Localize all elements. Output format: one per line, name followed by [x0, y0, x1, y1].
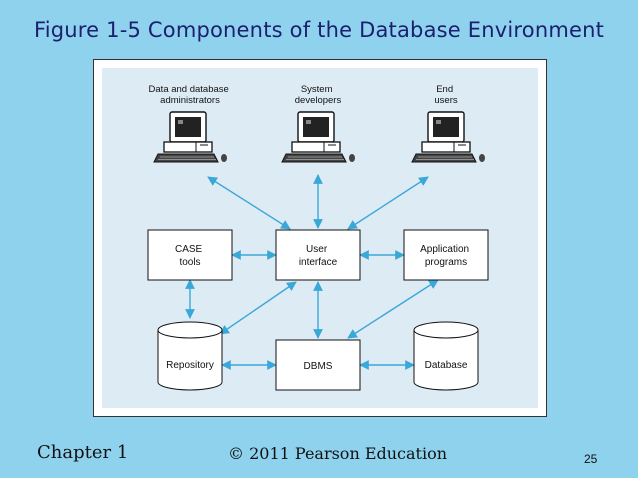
svg-text:CASE tools: CASE tools — [175, 244, 205, 268]
user-label-line: developers — [295, 95, 342, 106]
arrow-end-ui — [347, 176, 429, 230]
svg-text:Data and database admini: Data and database administrators — [149, 84, 232, 106]
arrow-dba-ui — [207, 176, 291, 230]
user-label-line: System — [301, 84, 333, 95]
user-interface-box: User interface — [275, 229, 361, 281]
application-programs-box: Application programs — [403, 229, 489, 281]
user-group-end-users: End users — [411, 84, 486, 163]
svg-text:DBMS: DBMS — [304, 361, 333, 372]
dbms-box: DBMS — [275, 339, 361, 391]
user-label-line: users — [434, 95, 457, 106]
computer-icon — [411, 111, 486, 163]
database-cylinder: Database — [413, 321, 479, 391]
user-group-developers: System developers — [281, 84, 356, 163]
svg-text:End users: End users — [434, 84, 457, 106]
arrow-app-dbms — [347, 279, 439, 339]
page-number: 25 — [584, 452, 598, 466]
user-label-line: Data and database — [149, 84, 229, 95]
svg-text:Database: Database — [425, 360, 468, 371]
case-tools-box: CASE tools — [147, 229, 233, 281]
footer-copyright: © 2011 Pearson Education — [228, 444, 448, 463]
user-group-dba: Data and database administrators — [149, 84, 232, 163]
user-label-line: End — [436, 84, 453, 95]
computer-icon — [153, 111, 228, 163]
computer-icon — [281, 111, 356, 163]
svg-text:Application programs: Application programs — [420, 244, 472, 268]
svg-text:System developers: System developers — [295, 84, 342, 106]
svg-text:User interface: User interface — [299, 244, 338, 268]
user-label-line: administrators — [160, 95, 220, 106]
connector-arrows — [185, 174, 439, 370]
svg-text:Repository: Repository — [166, 360, 214, 371]
repository-cylinder: Repository — [157, 321, 223, 391]
arrow-ui-repo — [219, 281, 297, 335]
slide-title: Figure 1-5 Components of the Database En… — [33, 18, 605, 42]
footer-chapter: Chapter 1 — [37, 442, 129, 463]
